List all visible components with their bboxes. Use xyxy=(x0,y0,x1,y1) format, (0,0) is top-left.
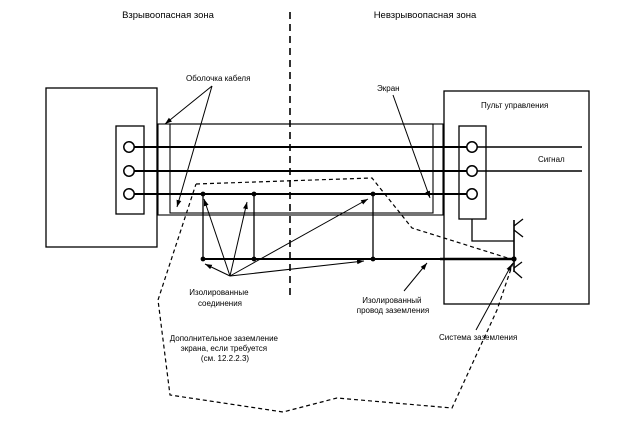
grounding-system-label: Система заземления xyxy=(439,333,517,342)
connection-arrow xyxy=(229,259,365,277)
cable-sheath-label: Оболочка кабеля xyxy=(186,74,250,83)
additional-grounding-label: Дополнительное заземление экрана, если т… xyxy=(170,334,281,363)
connection-arrow xyxy=(204,263,231,277)
connection-arrow xyxy=(203,198,231,277)
field-terminals xyxy=(123,141,135,200)
sheath-arrow xyxy=(164,85,213,125)
panel-terminal xyxy=(466,188,478,200)
panel-terminal xyxy=(466,165,478,177)
grounding-system-arrow xyxy=(475,263,513,331)
cable-screen xyxy=(169,123,434,214)
insulated-connection-taps xyxy=(202,194,374,259)
field-terminal xyxy=(123,141,135,153)
connection-arrow xyxy=(229,198,369,277)
tap-junction-dots xyxy=(200,191,376,262)
control-panel-label: Пульт управления xyxy=(481,101,548,110)
field-terminal xyxy=(123,165,135,177)
ground-symbol-icon xyxy=(513,218,524,279)
field-device-box xyxy=(45,87,158,248)
callout-arrows xyxy=(164,85,513,331)
insulated-connections-label: Изолированные соединения xyxy=(189,288,251,308)
screen-arrow xyxy=(392,94,431,199)
control-panel-box xyxy=(443,90,590,305)
signal-label: Сигнал xyxy=(538,155,565,164)
sheath-arrow xyxy=(176,85,213,208)
signal-conductors xyxy=(134,146,467,195)
insulated-ground-wire-label: Изолированный провод заземления xyxy=(357,296,429,315)
connection-arrow xyxy=(229,201,248,277)
safe-zone-title: Невзрывоопасная зона xyxy=(374,10,477,21)
panel-terminal xyxy=(466,141,478,153)
hazardous-zone-title: Взрывоопасная зона xyxy=(122,10,215,21)
field-terminal xyxy=(123,188,135,200)
panel-terminals xyxy=(466,141,478,200)
junction-dot xyxy=(370,191,376,197)
junction-dot xyxy=(251,191,257,197)
ground-wire-arrow xyxy=(403,262,428,292)
junction-dot xyxy=(200,191,206,197)
cable-sheath xyxy=(157,123,444,216)
panel-ground-link xyxy=(471,219,514,242)
screen-label: Экран xyxy=(377,84,400,93)
signal-output-lines xyxy=(477,146,582,172)
